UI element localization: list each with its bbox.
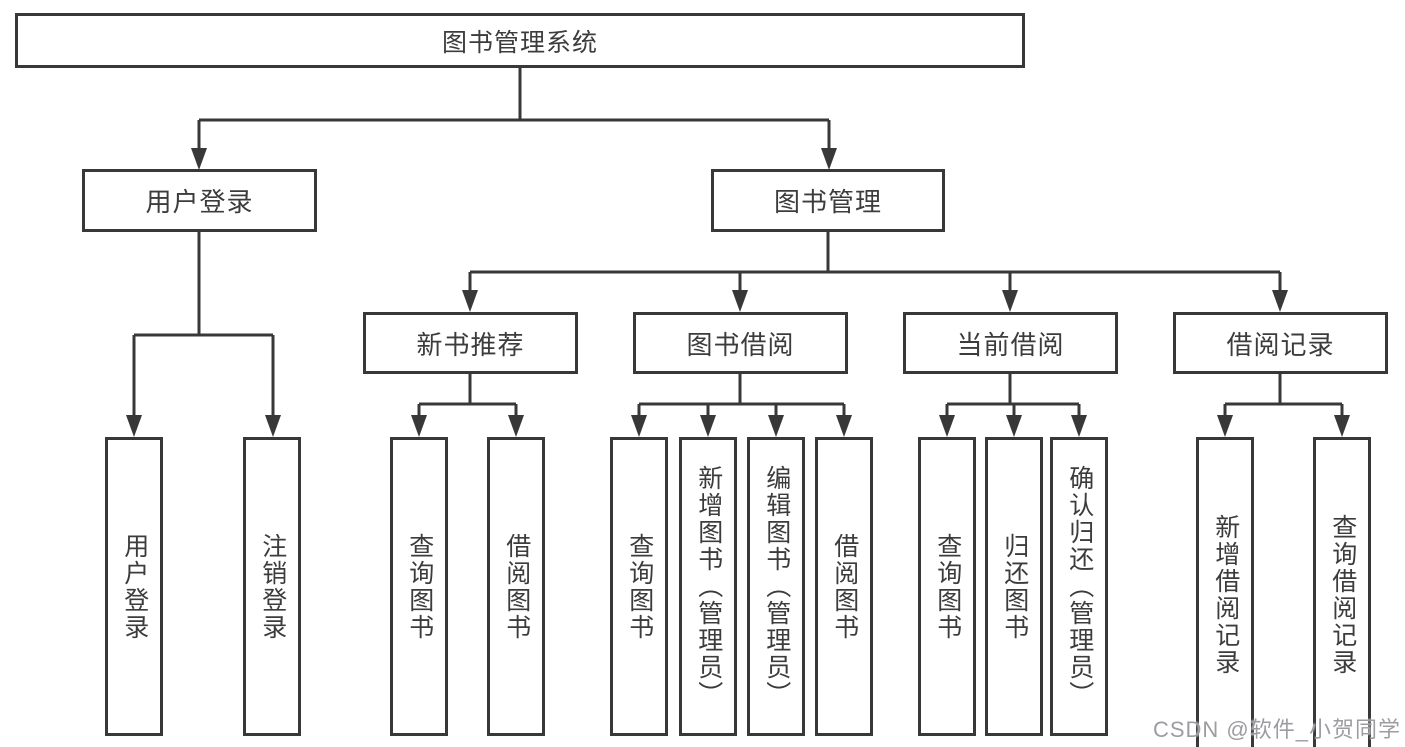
leaf-borrow-books-2: 借阅图书 [815, 437, 873, 736]
leaf-label: 查询图书 [933, 532, 962, 641]
leaf-label: 查询图书 [405, 532, 434, 641]
leaf-query-borrow-record: 查询借阅记录 [1313, 437, 1371, 747]
node-label: 图书借阅 [686, 329, 795, 360]
node-book-management: 图书管理 [711, 169, 945, 232]
node-label: 用户登录 [145, 187, 254, 217]
leaf-query-books-1: 查询图书 [390, 437, 448, 736]
leaf-query-books-2: 查询图书 [610, 437, 668, 736]
node-new-book-recommend: 新书推荐 [363, 312, 578, 374]
node-label: 图书管理系统 [441, 28, 598, 57]
node-library-management-system: 图书管理系统 [15, 13, 1025, 68]
leaf-query-books-3: 查询图书 [918, 437, 976, 736]
leaf-confirm-return-admin: 确认归还（管理员） [1050, 437, 1108, 736]
leaf-edit-books-admin: 编辑图书（管理员） [747, 437, 805, 736]
node-label: 当前借阅 [956, 329, 1065, 360]
leaf-add-books-admin: 新增图书（管理员） [679, 437, 737, 736]
leaf-label: 借阅图书 [830, 532, 859, 641]
leaf-return-books: 归还图书 [985, 437, 1043, 736]
leaf-label: 注销登录 [258, 532, 287, 641]
leaf-label: 归还图书 [1000, 532, 1029, 641]
node-user-login: 用户登录 [82, 169, 317, 232]
leaf-add-borrow-record: 新增借阅记录 [1196, 437, 1254, 747]
leaf-logout-login: 注销登录 [243, 437, 301, 736]
leaf-label: 新增图书（管理员） [694, 465, 723, 708]
arrowheads [126, 148, 1350, 437]
leaf-borrow-books-1: 借阅图书 [487, 437, 545, 736]
node-label: 新书推荐 [416, 329, 525, 360]
leaf-label: 查询图书 [625, 532, 654, 641]
leaf-label: 编辑图书（管理员） [762, 465, 791, 708]
node-label: 图书管理 [773, 187, 882, 217]
node-current-borrow: 当前借阅 [903, 312, 1118, 374]
leaf-label: 借阅图书 [502, 532, 531, 641]
leaf-user-login: 用户登录 [105, 437, 163, 736]
leaf-label: 确认归还（管理员） [1065, 465, 1094, 708]
leaf-label: 查询借阅记录 [1328, 513, 1357, 676]
node-label: 借阅记录 [1226, 329, 1335, 360]
leaf-label: 新增借阅记录 [1211, 513, 1240, 676]
node-book-borrow: 图书借阅 [633, 312, 848, 374]
node-borrow-records: 借阅记录 [1173, 312, 1388, 374]
csdn-watermark: CSDN @软件_小贺同学 [1152, 717, 1401, 742]
leaf-label: 用户登录 [120, 532, 149, 641]
